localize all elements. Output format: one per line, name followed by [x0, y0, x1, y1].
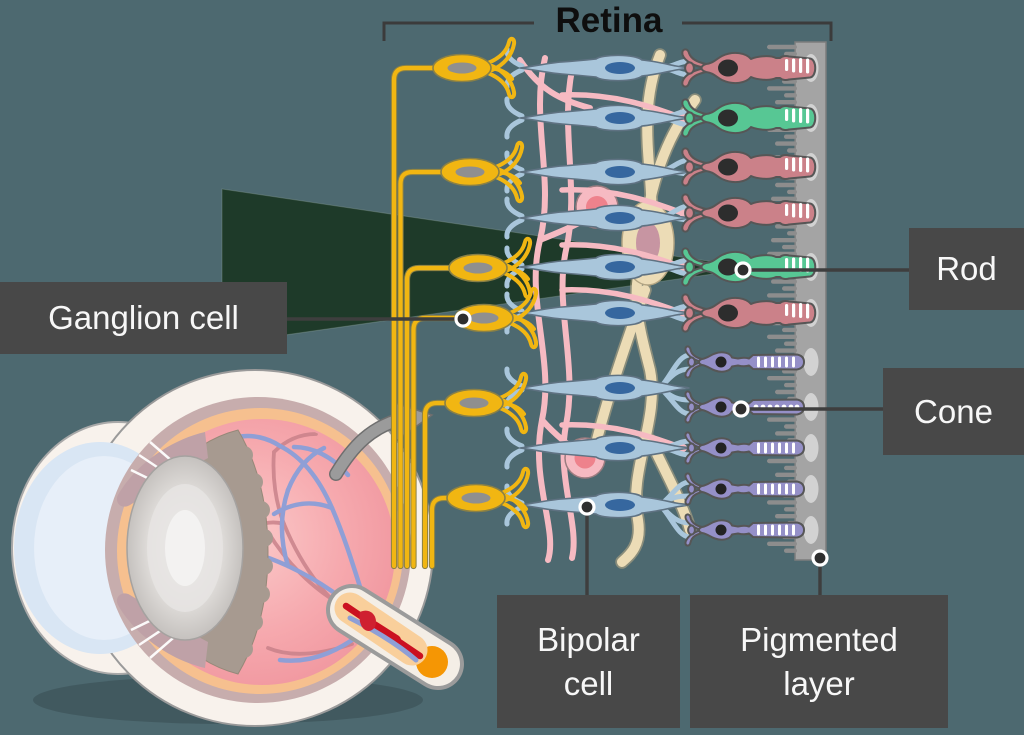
connector-dots [454, 261, 829, 567]
connectors [287, 268, 909, 596]
optic-nerve [326, 584, 464, 690]
label-pigmented-line2: layer [783, 664, 855, 702]
label-pigmented-line1: Pigmented [740, 620, 898, 658]
label-bipolar-line2: cell [563, 664, 614, 702]
ganglion-dot [454, 310, 472, 328]
label-ganglion-cell: Ganglion cell [0, 282, 287, 354]
pigmented-dot [811, 549, 829, 567]
label-rod: Rod [909, 228, 1024, 310]
cone-dot [732, 400, 750, 418]
label-ganglion-cell-text: Ganglion cell [48, 299, 239, 336]
label-bipolar-cell: Bipolar cell [497, 595, 680, 728]
label-rod-text: Rod [936, 250, 997, 287]
bipolar-dot [578, 498, 596, 516]
lens [126, 455, 244, 641]
retina-bracket [382, 21, 833, 41]
label-cone-text: Cone [914, 392, 993, 430]
label-cone: Cone [883, 368, 1024, 455]
retina-layers [390, 36, 827, 570]
label-bipolar-line1: Bipolar [537, 620, 640, 658]
retina-title: Retina [555, 1, 663, 40]
label-pigmented-layer: Pigmented layer [690, 595, 948, 728]
rod-dot [734, 261, 752, 279]
